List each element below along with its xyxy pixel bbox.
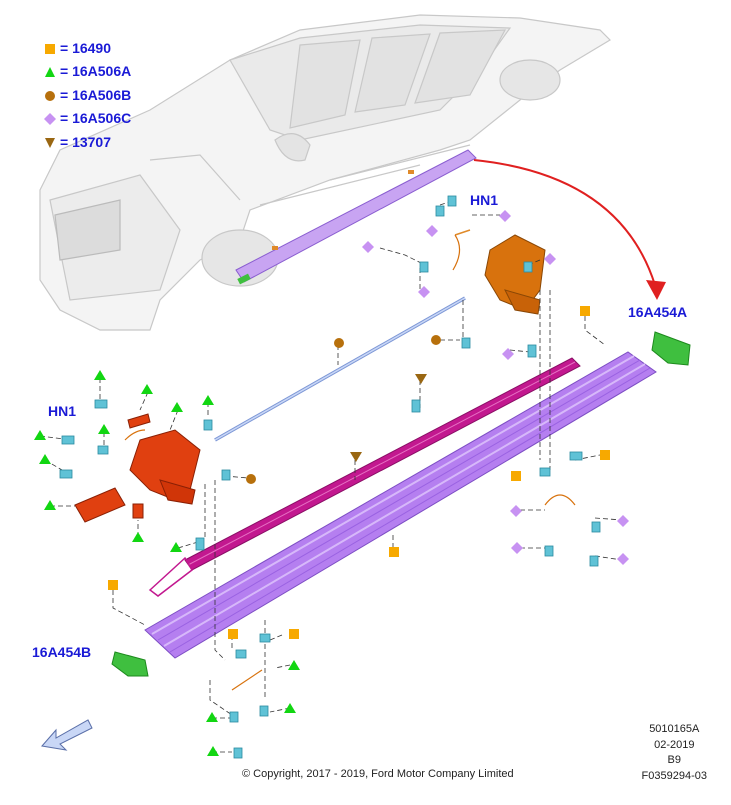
vehicle-illustration (39, 14, 611, 331)
figure-info: 5010165A 02-2019 B9 F0359294-03 (642, 722, 707, 784)
drive-rod (214, 296, 466, 442)
marker-down-triangles (350, 374, 427, 462)
legend-item-16490: = 16490 (44, 36, 131, 60)
triangle-down-icon (44, 136, 56, 148)
rocker-panel-strip (235, 149, 477, 285)
end-cap-16A454B (111, 651, 149, 677)
legend-label: = 16A506A (60, 63, 132, 80)
figure-code: 5010165A (649, 723, 700, 735)
callout-16A454B: 16A454B (32, 644, 92, 660)
legend-label: = 16A506B (60, 86, 132, 103)
front-bracket-assembly (74, 413, 201, 523)
diamond-icon (44, 112, 56, 126)
triangle-icon (44, 65, 56, 78)
fasteners (59, 195, 601, 759)
marker-circles (246, 335, 441, 484)
legend-label: = 16A506C (60, 110, 132, 127)
callout-16A454A: 16A454A (628, 304, 688, 320)
figure-number: F0359294-03 (641, 769, 707, 782)
legend-item-16A506B: = 16A506B (44, 83, 131, 107)
figure-revision: B9 (667, 754, 681, 766)
callout-hn1-left: HN1 (48, 403, 77, 419)
legend-item-16A506A: = 16A506A (44, 60, 131, 84)
end-cap-16A454A (651, 331, 691, 366)
wire-harness (124, 234, 576, 691)
leader-arrow (473, 159, 666, 300)
front-direction-arrow-icon (40, 716, 94, 757)
rear-bracket (454, 229, 546, 315)
square-icon (44, 42, 56, 54)
trim-strip (148, 357, 581, 597)
copyright-notice: © Copyright, 2017 - 2019, Ford Motor Com… (242, 768, 514, 780)
marker-triangles (34, 370, 300, 756)
marker-diamonds (362, 210, 629, 565)
legend-item-16A506C: = 16A506C (44, 107, 131, 131)
marker-squares (108, 306, 610, 639)
legend: = 16490 = 16A506A = 16A506B = 16A506C = … (44, 36, 131, 154)
figure-date: 02-2019 (654, 738, 695, 751)
running-board (144, 351, 657, 659)
legend-label: = 16490 (60, 39, 111, 56)
legend-item-13707: = 13707 (44, 130, 131, 154)
circle-icon (44, 89, 56, 101)
legend-label: = 13707 (60, 133, 111, 150)
callout-hn1-top: HN1 (470, 192, 499, 208)
